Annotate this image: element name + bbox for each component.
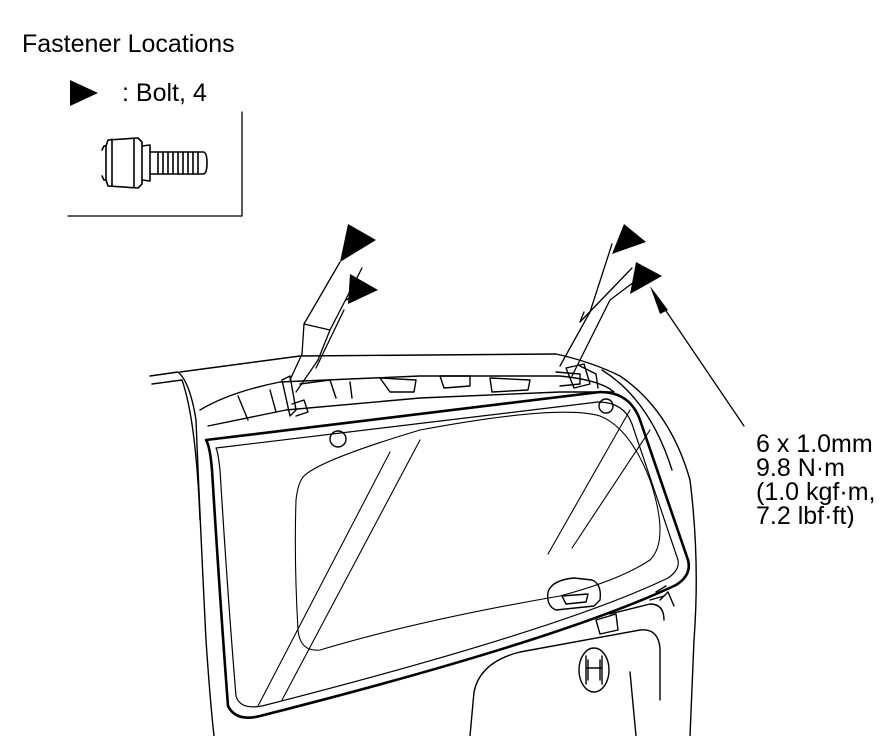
vehicle-body (149, 353, 697, 736)
callout-leaders (289, 243, 745, 427)
torque-line-nm: 9.8 N·m (756, 454, 845, 482)
legend-box (67, 111, 243, 217)
bolt-marker-right-upper (612, 224, 646, 254)
arrowhead-icon (650, 286, 668, 314)
bolt-marker-right-lower (630, 262, 662, 294)
torque-spec: 6 x 1.0mm 9.8 N·m (1.0 kgf·m, 7.2 lbf·ft… (756, 432, 880, 528)
diagram-title: Fastener Locations (22, 30, 235, 58)
bolt-marker-left-upper (340, 224, 376, 262)
legend-label: : Bolt, 4 (122, 79, 207, 107)
torque-line-kgf: (1.0 kgf·m, (756, 478, 876, 506)
flange-bolt-icon (101, 137, 208, 189)
bolt-marker-left-lower (348, 274, 378, 304)
triangle-pointer-icon (70, 80, 98, 106)
torque-line-lbf: 7.2 lbf·ft) (756, 502, 855, 529)
torque-line-size: 6 x 1.0mm (756, 432, 873, 458)
